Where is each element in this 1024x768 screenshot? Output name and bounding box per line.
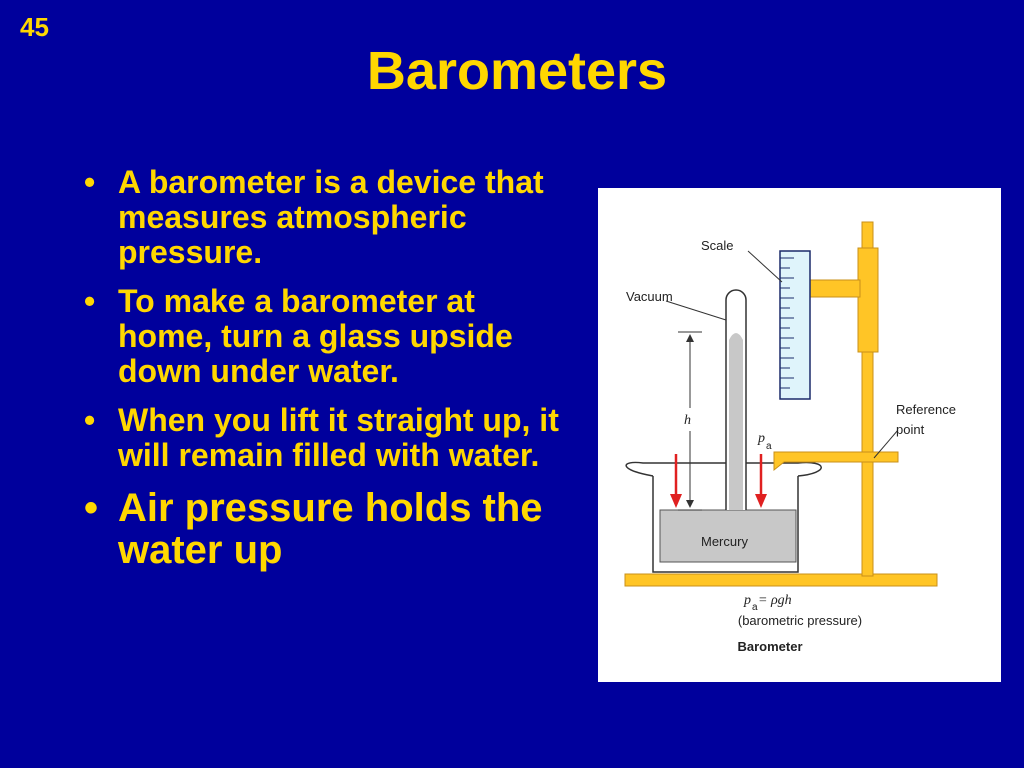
mercury-pool [659, 509, 797, 563]
scale-ruler [779, 250, 811, 400]
bullet-item: A barometer is a device that measures at… [78, 165, 573, 270]
formula-note: (barometric pressure) [738, 613, 862, 628]
stand-pole [861, 221, 874, 577]
height-label: h [684, 413, 691, 428]
slide-title: Barometers [366, 41, 668, 101]
pressure-subscript: a [766, 441, 772, 452]
bullet-item: To make a barometer at home, turn a glas… [78, 284, 573, 389]
scale-ticks [780, 257, 794, 389]
scale-arm [808, 279, 861, 298]
mercury-column [729, 333, 743, 510]
barometer-figure: Scale Vacuum Reference point h p a Mercu… [598, 188, 1001, 682]
bullet-item: When you lift it straight up, it will re… [78, 403, 573, 473]
bullet-list: A barometer is a device that measures at… [78, 165, 573, 585]
formula-symbol: p [743, 593, 751, 608]
bullet-item: Air pressure holds the water up [78, 487, 573, 571]
mercury-dish [652, 476, 799, 573]
formula-rest: = ρgh [758, 593, 792, 608]
slide-number: 45 [20, 12, 49, 42]
mercury-label: Mercury [701, 534, 748, 549]
reference-label: Reference [896, 402, 956, 417]
formula-subscript: a [752, 602, 758, 613]
barometer-diagram: Scale Vacuum Reference point h p a Mercu… [624, 221, 956, 654]
pressure-label: p [757, 431, 765, 446]
dish-rim [625, 461, 822, 477]
scale-label: Scale [701, 238, 734, 253]
reference-label-line2: point [896, 422, 925, 437]
stand-clamp [857, 247, 879, 353]
reference-arm [773, 451, 899, 472]
figure-caption: Barometer [737, 639, 802, 654]
stand-base [624, 573, 938, 587]
vacuum-label: Vacuum [626, 289, 673, 304]
